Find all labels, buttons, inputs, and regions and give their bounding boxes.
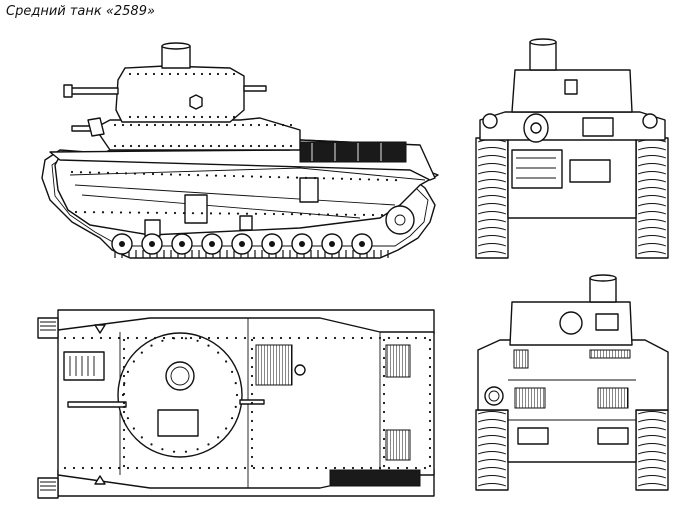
front-driver-plate: [511, 149, 563, 189]
figure-caption: Средний танк «2589»: [6, 4, 155, 19]
top-grill-1: [255, 344, 293, 386]
rear-view: [475, 274, 669, 491]
top-exhaust: [329, 469, 421, 487]
rear-grill-left: [514, 387, 546, 409]
front-headlight-left: [482, 113, 498, 129]
side-turret-hatch: [189, 94, 203, 110]
rear-cupola: [589, 277, 617, 303]
side-rear-mg: [243, 85, 267, 92]
rear-grill-right: [597, 387, 629, 409]
top-grill-2: [385, 344, 411, 378]
top-grill-3: [385, 429, 411, 461]
side-road-wheels: [111, 205, 415, 255]
rear-track-right: [635, 409, 669, 491]
side-view: [41, 42, 439, 259]
top-cupola: [165, 361, 195, 391]
front-track-left: [475, 137, 509, 259]
rear-track-left: [475, 409, 509, 491]
front-cupola: [529, 41, 557, 71]
side-engine-grill: [299, 141, 407, 163]
top-driver-hatch: [63, 351, 105, 381]
side-rivets: [70, 72, 402, 217]
top-turret: [117, 332, 243, 458]
front-track-right: [635, 137, 669, 259]
top-main-gun: [67, 401, 127, 408]
side-turret: [115, 65, 245, 123]
rear-light: [484, 386, 504, 406]
top-view: [37, 309, 435, 499]
front-headlight-right: [642, 113, 658, 129]
side-main-gun: [69, 87, 119, 95]
front-view: [475, 38, 669, 259]
top-turret-hatch: [157, 409, 199, 437]
top-rivets: [63, 336, 432, 470]
side-superstructure: [94, 117, 301, 151]
